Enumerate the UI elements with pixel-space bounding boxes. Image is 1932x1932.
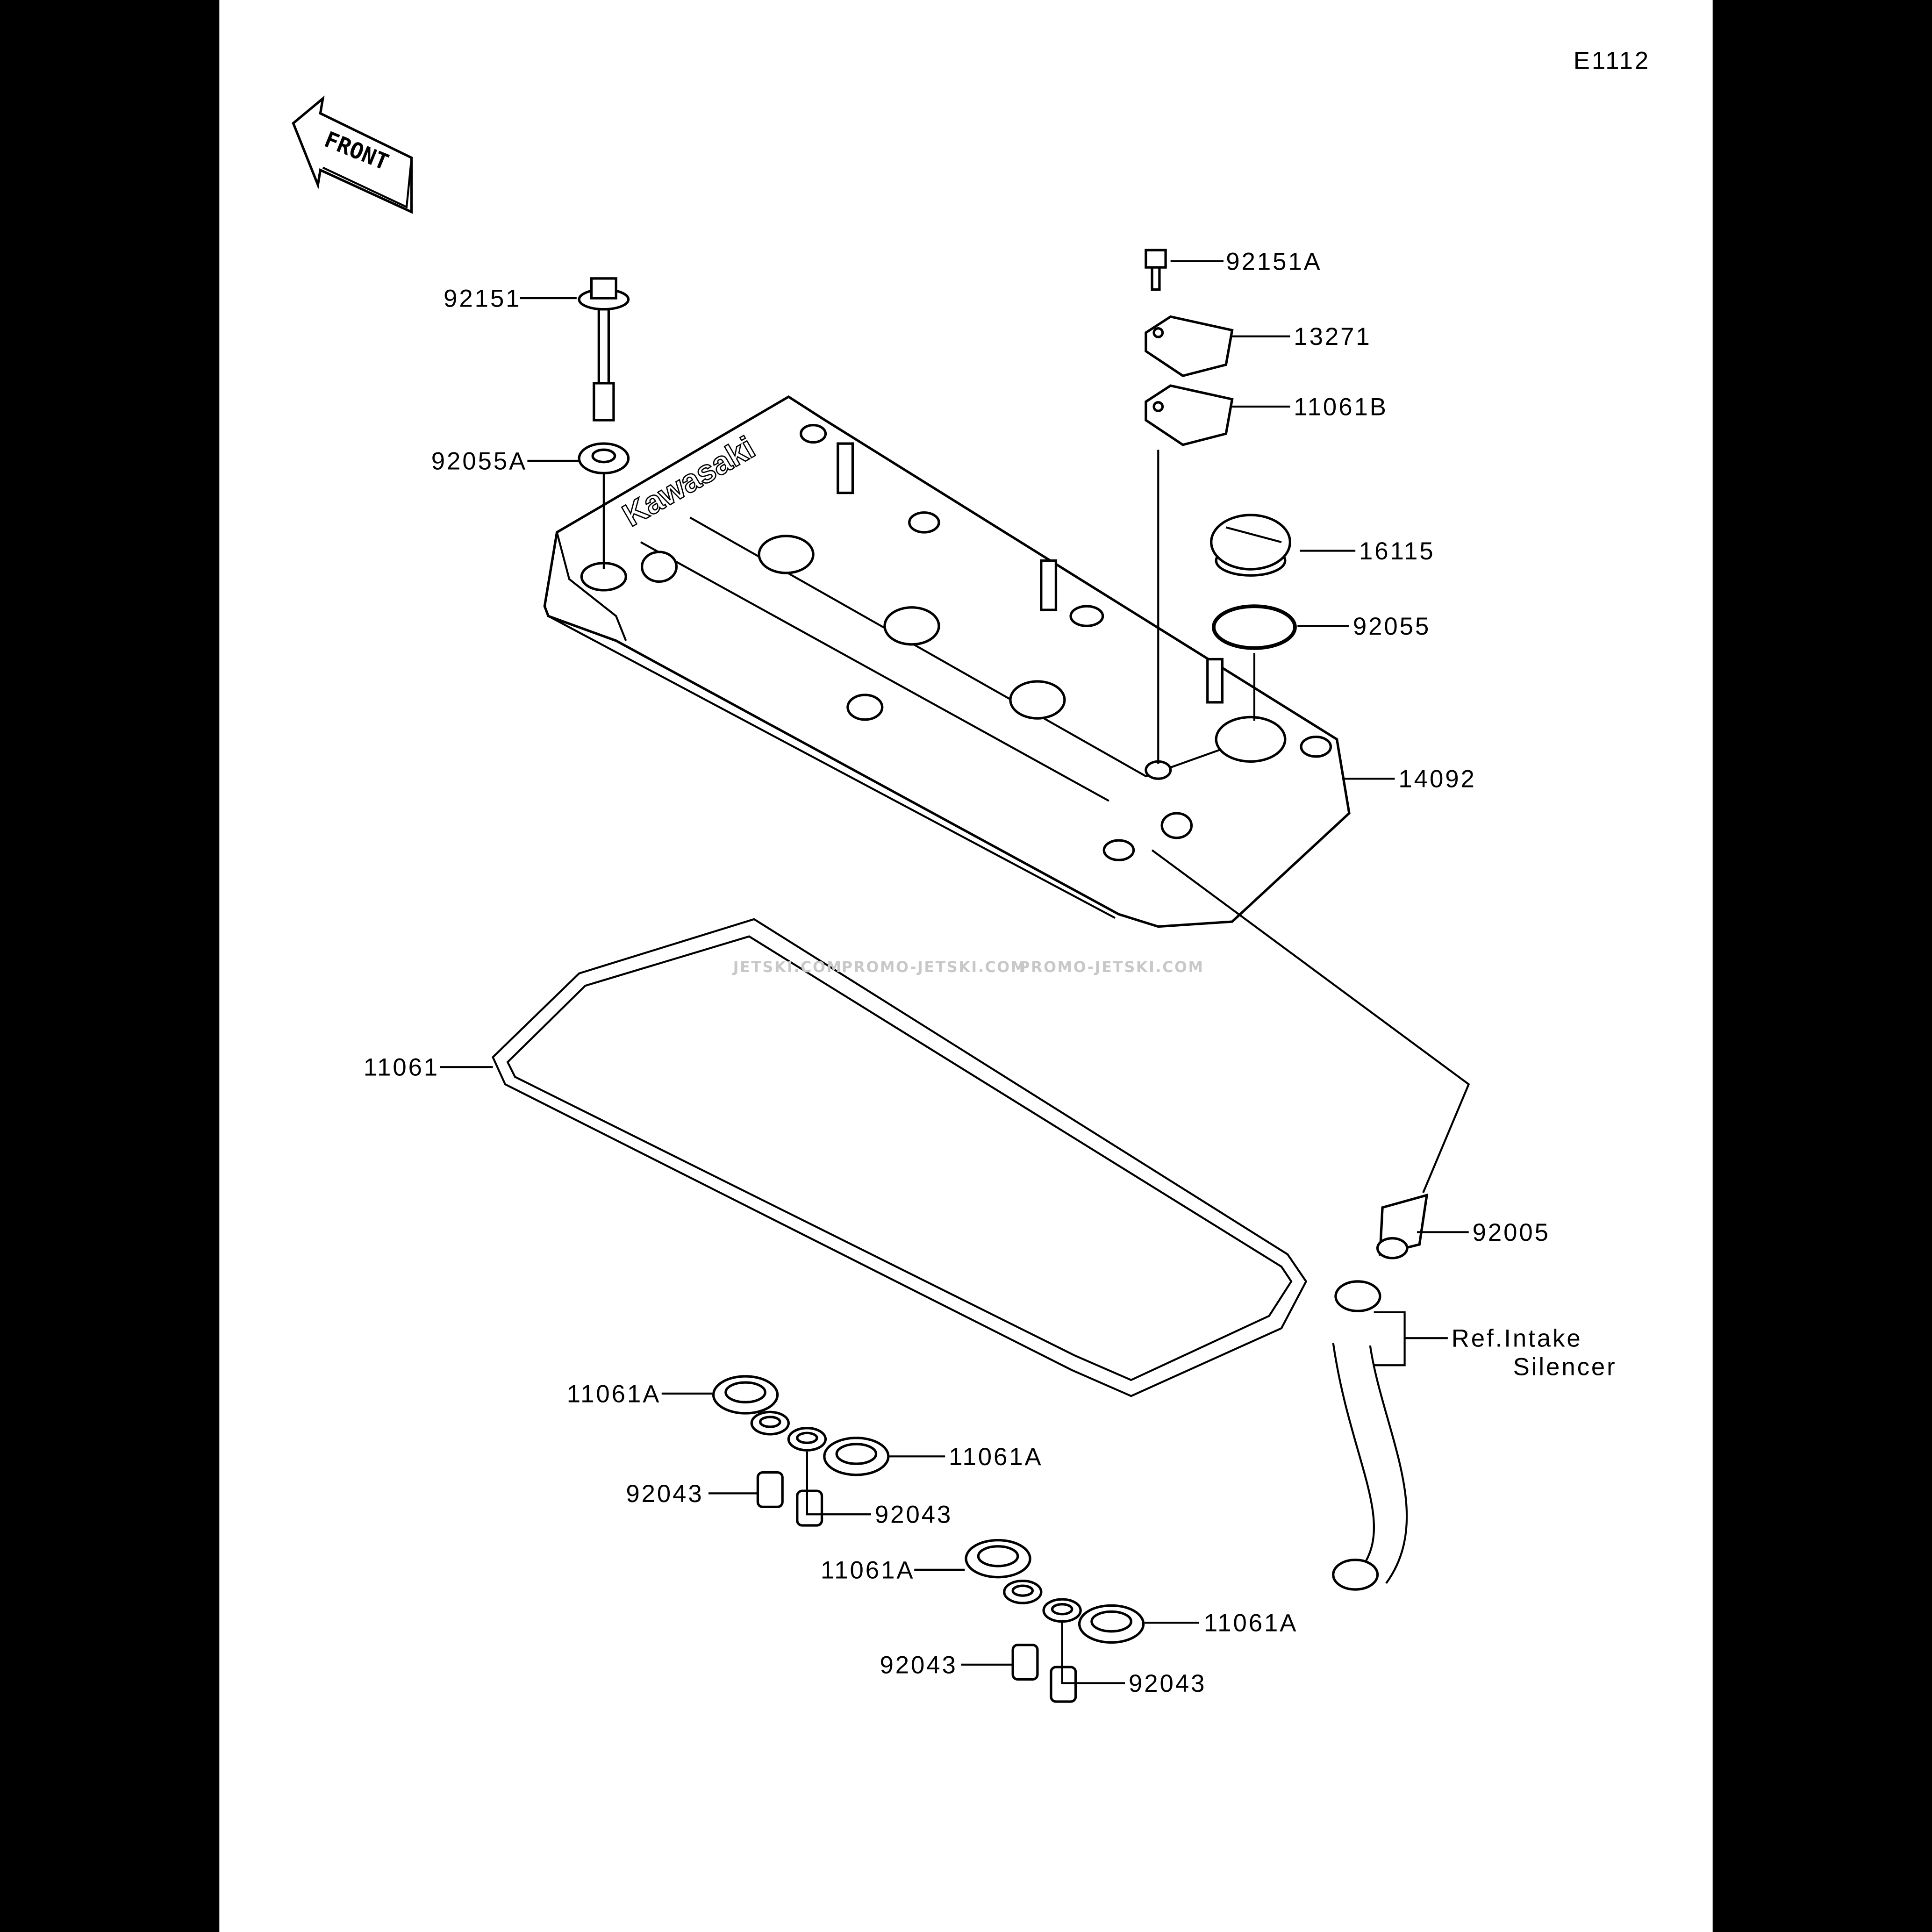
- label-92055[interactable]: 92055: [1353, 613, 1431, 640]
- label-92043[interactable]: 92043: [880, 1651, 957, 1679]
- watermark: JETSKI.COM PROMO-JETSKI.COM PROMO-JETSKI…: [732, 959, 1204, 976]
- svg-text:PROMO-JETSKI.COM: PROMO-JETSKI.COM: [1019, 959, 1204, 976]
- diagram-id: E1112: [1574, 47, 1650, 75]
- label-92005[interactable]: 92005: [1473, 1219, 1550, 1246]
- label-11061[interactable]: 11061: [364, 1054, 439, 1081]
- filler-cap-16115: [1210, 514, 1292, 577]
- gasket-11061b: [1145, 384, 1234, 764]
- bolt-92151: [578, 277, 630, 422]
- label-11061b[interactable]: 11061B: [1294, 393, 1388, 421]
- label-11061a[interactable]: 11061A: [567, 1380, 661, 1408]
- cover-gasket: [492, 918, 1308, 1397]
- small-gaskets-and-dowels: [712, 1375, 1145, 1703]
- diagram-sheet: [219, 0, 1713, 1932]
- label-11061a[interactable]: 11061A: [949, 1443, 1043, 1471]
- label-92151a[interactable]: 92151A: [1226, 248, 1322, 275]
- plate-13271: [1145, 315, 1234, 377]
- front-arrow-logo: FRONT: [292, 95, 413, 214]
- label-92043[interactable]: 92043: [1129, 1670, 1206, 1697]
- svg-text:JETSKI.COM: JETSKI.COM: [732, 959, 843, 976]
- label-16115[interactable]: 16115: [1359, 537, 1435, 565]
- svg-text:PROMO-JETSKI.COM: PROMO-JETSKI.COM: [842, 959, 1027, 976]
- o-ring-92055: [1211, 604, 1297, 721]
- label-92043[interactable]: 92043: [626, 1480, 703, 1508]
- intake-hose: [1332, 1280, 1408, 1591]
- label-14092[interactable]: 14092: [1398, 766, 1476, 793]
- label-ref-intake[interactable]: Ref.Intake: [1452, 1325, 1582, 1352]
- label-11061a[interactable]: 11061A: [821, 1556, 915, 1584]
- label-13271[interactable]: 13271: [1294, 323, 1371, 351]
- washer-92055a: [578, 442, 630, 570]
- bolt-92151a: [1145, 249, 1167, 291]
- label-92055a[interactable]: 92055A: [431, 447, 527, 475]
- label-92043[interactable]: 92043: [875, 1501, 952, 1529]
- label-11061a[interactable]: 11061A: [1204, 1610, 1298, 1637]
- label-92151[interactable]: 92151: [444, 285, 521, 312]
- leader-lines: [440, 260, 1469, 1684]
- hose-fitting-92005: [1151, 849, 1470, 1259]
- label-ref-silencer[interactable]: Silencer: [1513, 1353, 1617, 1381]
